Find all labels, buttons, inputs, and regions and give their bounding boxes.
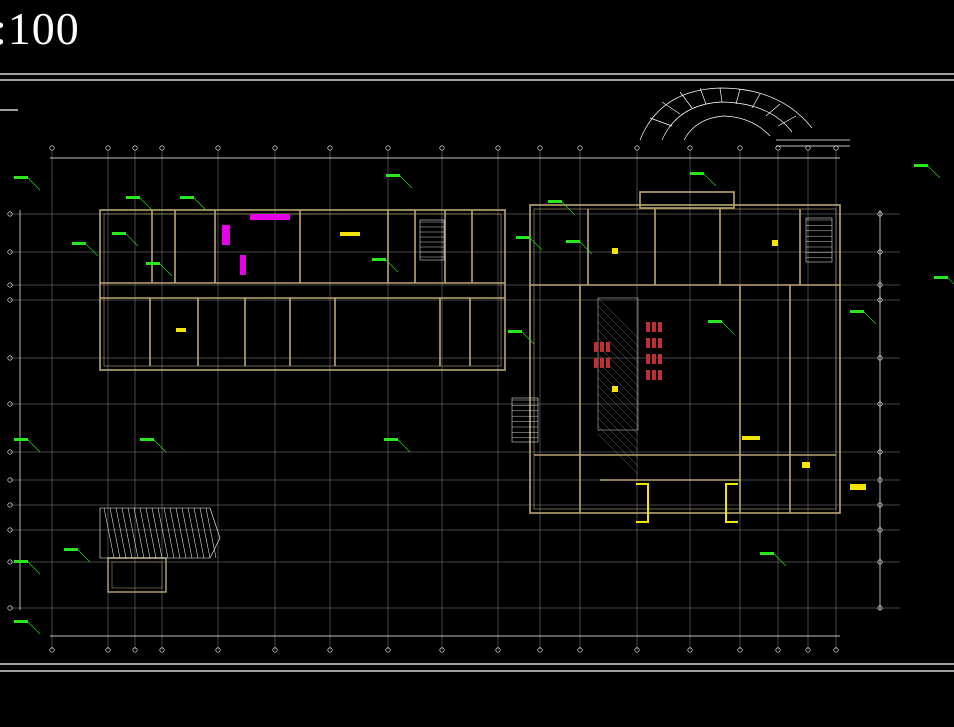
stair-arc xyxy=(639,87,850,147)
east-wing-walls xyxy=(529,191,841,514)
axis-bubbles xyxy=(7,145,883,653)
seating-rows xyxy=(594,322,662,380)
axis-grid xyxy=(10,150,900,650)
annotation-callouts xyxy=(14,164,954,635)
title-frame xyxy=(0,73,954,672)
highlight-marks xyxy=(176,214,866,523)
outbuilding xyxy=(107,557,167,593)
outbuilding-roof xyxy=(99,507,221,559)
dimension-lines xyxy=(19,157,881,637)
scale-label: :100 xyxy=(0,3,80,54)
stairs xyxy=(419,217,833,443)
west-wing-walls xyxy=(99,209,506,371)
